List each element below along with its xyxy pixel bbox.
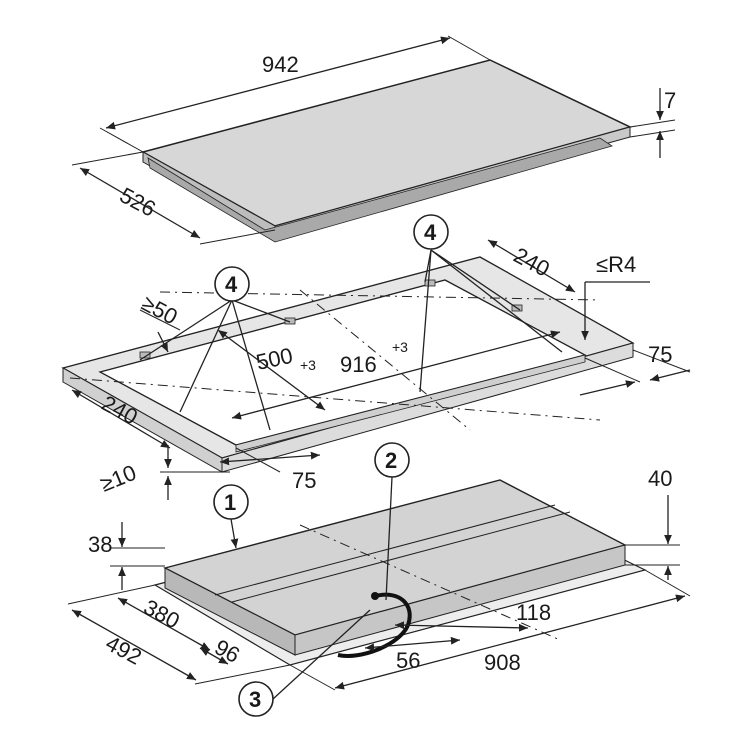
callout-1: 1: [213, 484, 249, 549]
label-top-thickness: 7: [664, 88, 676, 113]
hob-glass-top: [141, 59, 633, 243]
label-corner-radius: ≤R4: [596, 252, 636, 277]
dim-unit-height-left: 38: [88, 522, 165, 590]
dim-top-length: 942: [99, 35, 491, 153]
dim-front-distance: 75: [219, 447, 321, 493]
callout-4-left: 4: [139, 266, 291, 431]
label-offset-96: 96: [211, 634, 244, 668]
dim-side-distance-right: 75: [579, 342, 691, 396]
dim-cutout-width: 916 +3: [231, 330, 561, 420]
dim-top-thickness: 7: [629, 88, 676, 158]
label-cutout-depth-tol: +3: [300, 357, 316, 373]
dim-offset-96: 96: [199, 634, 244, 668]
label-cutout-width-tol: +3: [392, 339, 408, 355]
label-unit-height-right: 40: [648, 466, 672, 491]
label-unit-height-left: 38: [88, 532, 112, 557]
label-unit-length: 908: [484, 650, 521, 675]
label-top-length: 942: [262, 52, 299, 77]
callout-4-right: 4: [413, 214, 563, 393]
dim-cutout-depth: 500 +3: [217, 329, 326, 411]
dim-unit-length: 908: [289, 569, 691, 691]
callout-3-number: 3: [249, 687, 261, 712]
callout-4-right-number: 4: [424, 220, 437, 245]
label-side-distance-right: 75: [648, 342, 672, 367]
label-offset-118: 118: [516, 600, 551, 625]
dim-unit-height-right: 40: [625, 466, 680, 580]
label-top-depth: 526: [116, 182, 160, 221]
callout-4-left-number: 4: [225, 272, 238, 297]
callout-2-number: 2: [385, 448, 397, 473]
label-unit-inner-depth: 380: [140, 594, 184, 633]
label-front-distance: 75: [292, 468, 316, 493]
label-unit-depth: 492: [102, 630, 146, 669]
label-min-below: ≥10: [97, 460, 140, 497]
callout-1-number: 1: [224, 490, 236, 515]
dim-corner-radius: ≤R4: [581, 252, 650, 340]
label-min-front-distance: ≥50: [138, 290, 182, 329]
callout-2: 2: [374, 442, 410, 601]
label-cutout-width: 916: [340, 352, 377, 377]
